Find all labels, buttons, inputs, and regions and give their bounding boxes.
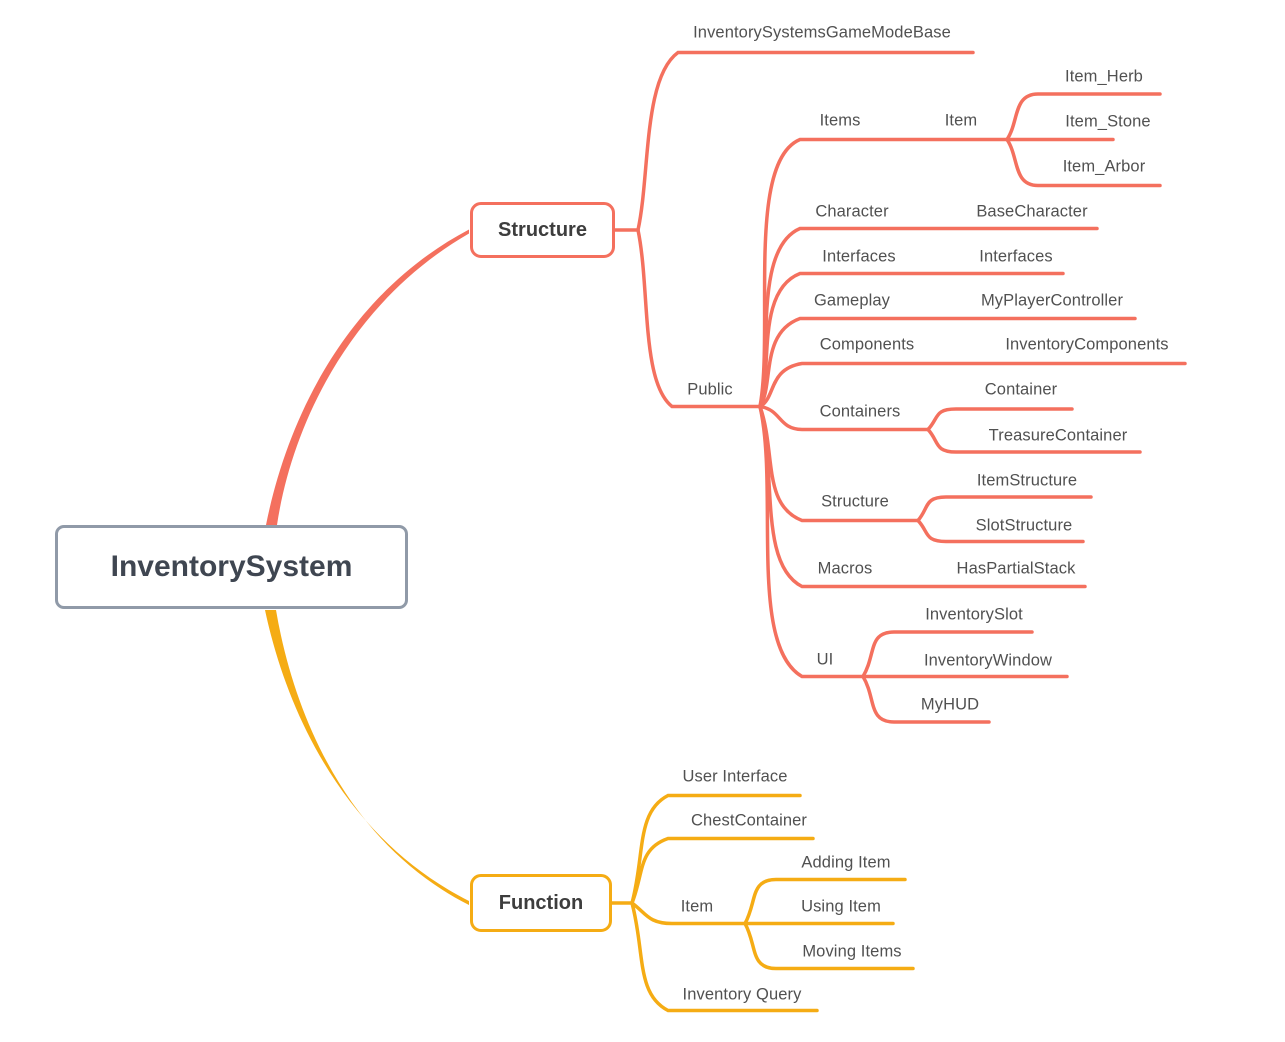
node-base-character[interactable]: BaseCharacter [976, 202, 1088, 221]
node-inventory-window[interactable]: InventoryWindow [923, 651, 1053, 670]
connector [758, 271, 1065, 409]
connector [266, 229, 469, 525]
node-item[interactable]: Item [944, 111, 978, 130]
connector [630, 836, 815, 905]
node-slot-structure[interactable]: SlotStructure [975, 516, 1073, 535]
node-moving-items[interactable]: Moving Items [802, 942, 902, 961]
node-containers[interactable]: Containers [819, 402, 901, 421]
node-ui[interactable]: UI [816, 650, 834, 669]
connector [916, 518, 1085, 544]
node-has-partial-stack[interactable]: HasPartialStack [956, 559, 1076, 578]
node-inventory-system[interactable]: InventorySystem [55, 525, 408, 609]
connector [630, 901, 819, 1013]
node-adding-item[interactable]: Adding Item [801, 853, 891, 872]
node-item-stone[interactable]: Item_Stone [1065, 112, 1151, 131]
connector [630, 901, 747, 926]
connector [758, 316, 1137, 409]
node-my-player-controller[interactable]: MyPlayerController [980, 291, 1124, 310]
node-game-mode-base[interactable]: InventorySystemsGameModeBase [693, 23, 951, 42]
node-chest-container[interactable]: ChestContainer [690, 811, 808, 830]
connector [926, 407, 1074, 432]
node-components[interactable]: Components [819, 335, 915, 354]
connector [926, 427, 1142, 454]
connector [1005, 92, 1162, 142]
connector [743, 877, 907, 926]
connector [743, 921, 915, 971]
node-gameplay[interactable]: Gameplay [813, 291, 891, 310]
node-user-interface[interactable]: User Interface [682, 767, 788, 786]
node-public[interactable]: Public [687, 380, 733, 399]
connector [861, 630, 1034, 679]
node-items[interactable]: Items [819, 111, 861, 130]
node-item-arbor[interactable]: Item_Arbor [1062, 157, 1146, 176]
node-item-herb[interactable]: Item_Herb [1065, 67, 1143, 86]
node-interfaces-2[interactable]: Interfaces [979, 247, 1053, 266]
connector [916, 495, 1093, 523]
connector [265, 610, 469, 905]
node-character[interactable]: Character [815, 202, 889, 221]
node-inventory-query[interactable]: Inventory Query [682, 985, 802, 1004]
node-function[interactable]: Function [470, 874, 612, 932]
node-macros[interactable]: Macros [817, 559, 873, 578]
connector [758, 404, 930, 432]
connector [636, 50, 975, 232]
node-container[interactable]: Container [984, 380, 1058, 399]
connector [1005, 137, 1162, 188]
node-item-fn[interactable]: Item [680, 897, 714, 916]
node-interfaces[interactable]: Interfaces [822, 247, 896, 266]
node-using-item[interactable]: Using Item [801, 897, 881, 916]
node-my-hud[interactable]: MyHUD [920, 695, 980, 714]
connector [861, 674, 991, 724]
node-structure[interactable]: Structure [470, 202, 615, 258]
node-item-structure[interactable]: ItemStructure [976, 471, 1078, 490]
node-structure-sub[interactable]: Structure [821, 492, 889, 511]
node-treasure-container[interactable]: TreasureContainer [988, 426, 1128, 445]
connector [636, 228, 762, 409]
node-inventory-slot[interactable]: InventorySlot [925, 605, 1023, 624]
node-inventory-components[interactable]: InventoryComponents [1005, 335, 1169, 354]
connector [758, 404, 865, 679]
connector [758, 361, 1187, 409]
